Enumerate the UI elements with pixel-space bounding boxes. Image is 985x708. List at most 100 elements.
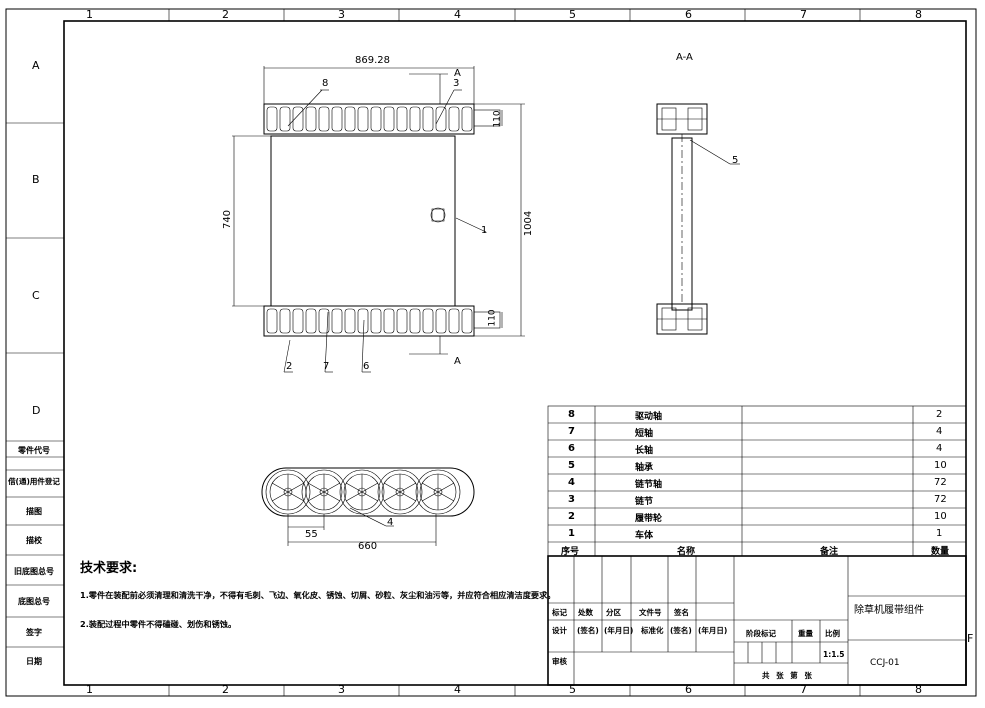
zone-left-c: C <box>32 289 40 302</box>
tb-design: 设计 <box>552 626 567 635</box>
dim-track-width-bottom: 110 <box>487 309 498 327</box>
tb-drawing-name: 除草机履带组件 <box>854 605 924 616</box>
bom-row-no: 3 <box>568 494 575 505</box>
bom-row-qty: 10 <box>934 460 947 471</box>
bom-row-no: 4 <box>568 477 575 488</box>
zone-left-d: D <box>32 404 41 417</box>
zone-top-8: 8 <box>915 8 922 21</box>
bom-row-no: 8 <box>568 409 575 420</box>
dim-track-width-top: 110 <box>492 110 503 128</box>
tb-std-date: (年月日) <box>698 626 728 635</box>
dim-overall-length: 869.28 <box>355 55 390 66</box>
tb-doc-no: 文件号 <box>639 608 662 617</box>
zone-bottom-5: 5 <box>569 683 576 696</box>
bom-header-qty: 数量 <box>931 547 950 557</box>
balloon-2: 2 <box>286 361 293 372</box>
zone-ticks <box>6 9 861 696</box>
zone-top-3: 3 <box>338 8 345 21</box>
tb-drawing-code: CCJ-01 <box>870 658 900 668</box>
bom-row-no: 1 <box>568 528 575 539</box>
dim-wheel-pitch: 55 <box>305 529 318 540</box>
title-block-grid <box>547 555 967 686</box>
section-view <box>656 103 740 335</box>
side-label-part-code: 零件代号 <box>18 446 50 455</box>
cut-label-top: A <box>454 68 461 79</box>
zone-top-4: 4 <box>454 8 461 21</box>
section-view-label: A-A <box>676 52 693 63</box>
bom-row-name: 链节轴 <box>635 480 663 490</box>
zone-bottom-8: 8 <box>915 683 922 696</box>
bom-row-name: 长轴 <box>635 446 654 456</box>
side-label-base-no: 底图总号 <box>18 597 50 606</box>
requirements-title: 技术要求: <box>80 561 138 576</box>
bom-row-name: 短轴 <box>635 429 654 439</box>
requirement-2: 2.装配过程中零件不得磕碰、划伤和锈蚀。 <box>80 619 237 629</box>
bom-row-no: 5 <box>568 460 575 471</box>
bom-row-name: 驱动轴 <box>635 412 663 422</box>
zone-bottom-1: 1 <box>86 683 93 696</box>
tb-sheet-info: 共 张 第 张 <box>762 671 814 680</box>
tb-standardization: 标准化 <box>641 626 664 635</box>
top-view <box>232 66 525 373</box>
bom-row-name: 车体 <box>635 531 654 541</box>
balloon-7: 7 <box>323 361 330 372</box>
tb-design-sign: (签名) <box>577 626 599 635</box>
bom-row-qty: 4 <box>936 426 943 437</box>
cut-label-bottom: A <box>454 356 461 367</box>
balloon-5: 5 <box>732 155 739 166</box>
bom-header-no: 序号 <box>561 547 580 557</box>
balloon-1: 1 <box>481 225 488 236</box>
bom-row-qty: 2 <box>936 409 943 420</box>
zone-bottom-2: 2 <box>222 683 229 696</box>
bom-row-no: 7 <box>568 426 575 437</box>
bom-row-qty: 4 <box>936 443 943 454</box>
zone-top-6: 6 <box>685 8 692 21</box>
bom-row-name: 履带轮 <box>635 514 663 524</box>
tb-signature: 签名 <box>674 608 689 617</box>
zone-top-2: 2 <box>222 8 229 21</box>
side-label-common-parts: 借(通)用件登记 <box>8 477 60 486</box>
zone-top-5: 5 <box>569 8 576 21</box>
dim-overall-width: 1004 <box>523 210 535 237</box>
tb-weight-label: 重量 <box>798 629 813 638</box>
dim-side-length: 660 <box>358 541 378 552</box>
bom-row-name: 轴承 <box>635 463 654 473</box>
bom-row-qty: 1 <box>936 528 943 539</box>
bom-row-qty: 72 <box>934 477 947 488</box>
tb-zone: 分区 <box>606 608 621 617</box>
requirement-1: 1.零件在装配前必须清理和清洗干净，不得有毛刺、飞边、氧化皮、锈蚀、切屑、砂粒、… <box>80 590 556 600</box>
bom-row-name: 链节 <box>635 497 654 507</box>
tb-std-sign: (签名) <box>670 626 692 635</box>
zone-bottom-4: 4 <box>454 683 461 696</box>
zone-left-a: A <box>32 59 40 72</box>
tb-scale-value: 1:1.5 <box>823 650 845 659</box>
dim-inner-width: 740 <box>222 209 234 230</box>
balloon-6: 6 <box>363 361 370 372</box>
side-label-tracing: 描图 <box>26 507 42 516</box>
zone-bottom-6: 6 <box>685 683 692 696</box>
side-label-trace-check: 描校 <box>26 536 42 545</box>
tb-stage-label: 阶段标记 <box>746 629 776 638</box>
side-label-date: 日期 <box>26 657 42 666</box>
bom-header-name: 名称 <box>677 547 696 557</box>
tb-count: 处数 <box>578 608 593 617</box>
bom-row-no: 6 <box>568 443 575 454</box>
tb-mark: 标记 <box>552 608 567 617</box>
balloon-8: 8 <box>322 78 329 89</box>
zone-left-b: B <box>32 173 40 186</box>
zone-right-f: F <box>967 632 974 645</box>
bom-row-no: 2 <box>568 511 575 522</box>
bom-header-note: 备注 <box>820 547 839 557</box>
balloon-4: 4 <box>387 517 394 528</box>
zone-bottom-3: 3 <box>338 683 345 696</box>
bom-row-qty: 72 <box>934 494 947 505</box>
zone-bottom-7: 7 <box>800 683 807 696</box>
bom-grid <box>547 405 967 557</box>
side-label-old-base-no: 旧底图总号 <box>14 567 54 576</box>
zone-top-7: 7 <box>800 8 807 21</box>
bom-row-qty: 10 <box>934 511 947 522</box>
tb-design-date: (年月日) <box>604 626 634 635</box>
side-view <box>261 467 475 546</box>
balloon-3: 3 <box>453 78 460 89</box>
